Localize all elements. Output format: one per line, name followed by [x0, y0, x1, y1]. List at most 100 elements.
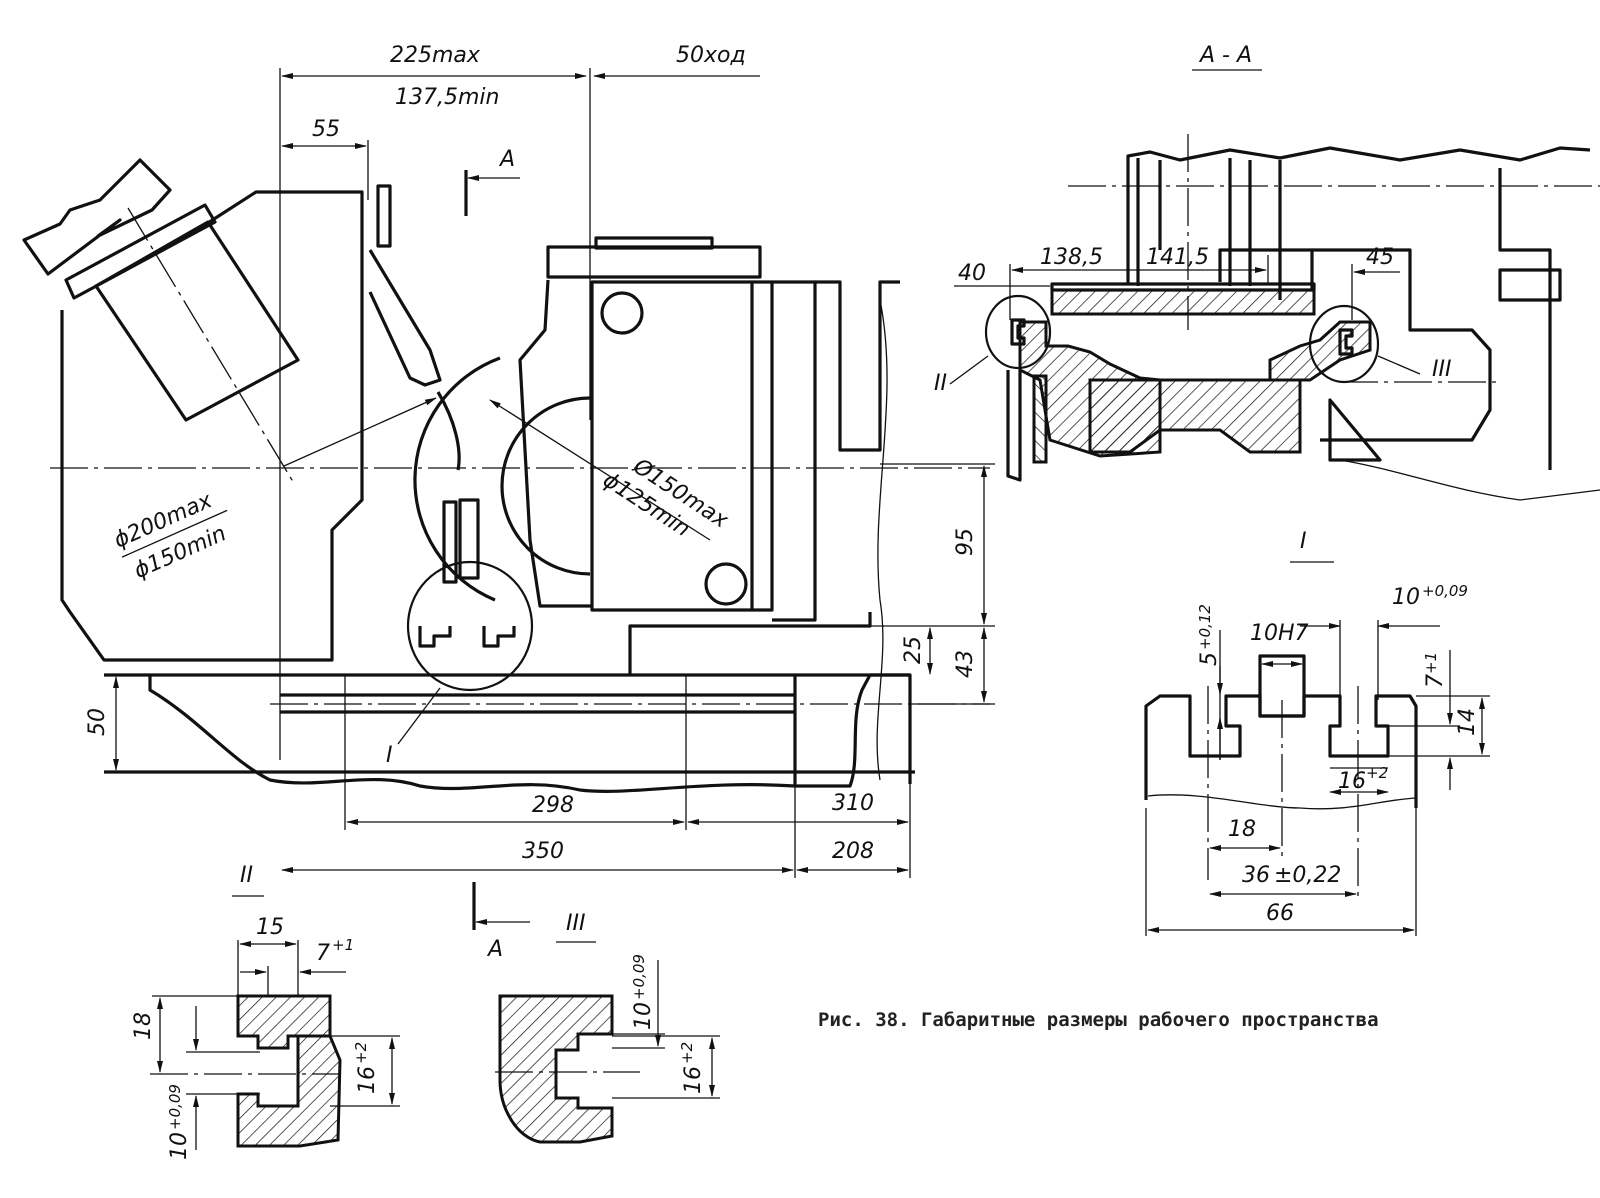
dim-10h7: 10Н7: [1250, 621, 1309, 646]
dim-5: 5 +0,12: [1196, 604, 1222, 666]
detail-ref-iii: III: [1432, 357, 1451, 382]
dim-10-tol: +0,09: [166, 1084, 184, 1130]
dim-10-tol: +0,09: [1422, 582, 1468, 600]
detail-i: I 18 36±0,22 66 16+2 5 +0,12 10Н7 10+0,09: [1144, 529, 1490, 936]
wedge: [1328, 398, 1382, 462]
dim-25: 25: [901, 636, 926, 664]
dim-5-base: 5: [1197, 652, 1222, 666]
dim-line-reg-diameter: [489, 399, 711, 541]
dim-7: 7+1: [316, 936, 354, 966]
dim-137-5min: 137,5min: [395, 85, 499, 110]
dim-138-5: 138,5: [1040, 245, 1103, 270]
detail-ref-ii: II: [934, 371, 947, 396]
main-view: 225max 137,5min 50ход 55 A ϕ200max ϕ150m…: [22, 43, 995, 962]
regulating-head-plate: [590, 280, 774, 612]
detail-iii-callout-circle: [1308, 304, 1380, 384]
dim-7-base: 7: [1423, 674, 1448, 688]
fraction-line: [121, 509, 228, 558]
dim-10: 10 +0,09: [630, 954, 656, 1030]
dim-141-5: 141,5: [1146, 245, 1209, 270]
dim-10-base: 10: [1392, 585, 1420, 610]
figure-caption: Рис. 38. Габаритные размеры рабочего про…: [818, 1009, 1379, 1031]
dim-50-travel: 50ход: [676, 43, 746, 68]
plate-top: [1050, 282, 1316, 292]
dim-15: 15: [256, 915, 284, 940]
dim-7-tol: +1: [332, 936, 354, 954]
section-mark-a-bottom: A: [486, 937, 503, 962]
wheel-guard: [368, 249, 442, 387]
detail-iii-title: III: [566, 911, 585, 936]
section-a-a-title: А - А: [1198, 43, 1252, 68]
detail-i-callout-circle: [406, 560, 534, 692]
t-slot-profile: [1144, 694, 1418, 808]
dim-66: 66: [1266, 901, 1294, 926]
dim-350: 350: [522, 839, 564, 864]
dim-7: 7+1: [1422, 652, 1448, 688]
hatched-part: [498, 994, 614, 1144]
break-line: [1339, 459, 1600, 501]
detail-ii-callout-circle: [984, 294, 1052, 370]
dim-16: 16+2: [352, 1042, 380, 1094]
t-slot-ii-miniature: [1010, 318, 1026, 346]
dim-18: 18: [131, 1012, 156, 1040]
detail-iii: III 10 +0,09 16+2: [495, 911, 720, 1144]
dim-16-base: 16: [681, 1066, 706, 1094]
dim-36-tol: ±0,22: [1274, 863, 1341, 888]
dim-10-base: 10: [631, 1002, 656, 1030]
dim-7-tol: +1: [1422, 652, 1440, 674]
dim-16: 16+2: [1338, 764, 1388, 794]
dim-10-base: 10: [167, 1132, 192, 1160]
bed-right-end: [795, 673, 912, 788]
dim-43: 43: [953, 650, 978, 678]
dim-310: 310: [832, 791, 874, 816]
dim-16-tol: +2: [1366, 764, 1388, 782]
dim-55: 55: [312, 117, 340, 142]
detail-ref-i: I: [386, 743, 393, 768]
work-rest-blade: [442, 500, 458, 584]
dim-10-tol: +0,09: [630, 954, 648, 1000]
dim-95: 95: [953, 528, 978, 556]
regulating-wheel-inner: [500, 396, 591, 576]
slide-base: [628, 612, 872, 675]
section-mark-a-top: A: [498, 147, 515, 172]
slide-block: [815, 280, 900, 452]
dim-16-tol: +2: [352, 1042, 370, 1064]
work-rest-holder: [458, 498, 480, 580]
motor-axis: [127, 207, 296, 486]
dim-18: 18: [1228, 817, 1256, 842]
dim-225max: 225max: [390, 43, 481, 68]
bolt-hole-top: [600, 291, 644, 335]
dim-7-base: 7: [316, 941, 330, 966]
motor-stub: [22, 158, 172, 276]
motor-body: [94, 220, 300, 422]
dim-10: 10 +0,09: [166, 1084, 192, 1160]
section-a-a: А - А II III: [934, 43, 1600, 501]
dim-50: 50: [85, 708, 110, 736]
dim-10: 10+0,09: [1392, 582, 1468, 610]
dim-16: 16+2: [678, 1042, 706, 1094]
shaft-housing: [1312, 248, 1492, 442]
dim-5-tol: +0,12: [1196, 604, 1214, 650]
leader-detail-i: [397, 687, 441, 745]
detail-ii: II 15 7+1 18 10+0,09 16+2: [131, 863, 400, 1160]
t-slots-miniature: [418, 626, 516, 648]
dim-16-tol: +2: [678, 1042, 696, 1064]
dim-40: 40: [958, 261, 986, 286]
detail-i-title: I: [1300, 529, 1307, 554]
dim-45: 45: [1366, 245, 1394, 270]
slide-side: [772, 280, 817, 622]
seal-ring: [1032, 374, 1048, 464]
dim-36-base: 36: [1242, 863, 1270, 888]
dim-208: 208: [832, 839, 874, 864]
leader-detail-iii: [1377, 355, 1421, 375]
break-line: [1147, 794, 1417, 810]
dim-line-wheel-diameter: [283, 397, 437, 467]
upper-housing-break: [1126, 146, 1591, 284]
hatched-base: [1088, 378, 1302, 454]
regulating-head-top: [594, 236, 714, 250]
dim-14: 14: [1455, 708, 1480, 736]
dresser-block: [376, 184, 392, 248]
grinding-head-housing: [60, 190, 364, 662]
right-block: [1498, 268, 1562, 302]
